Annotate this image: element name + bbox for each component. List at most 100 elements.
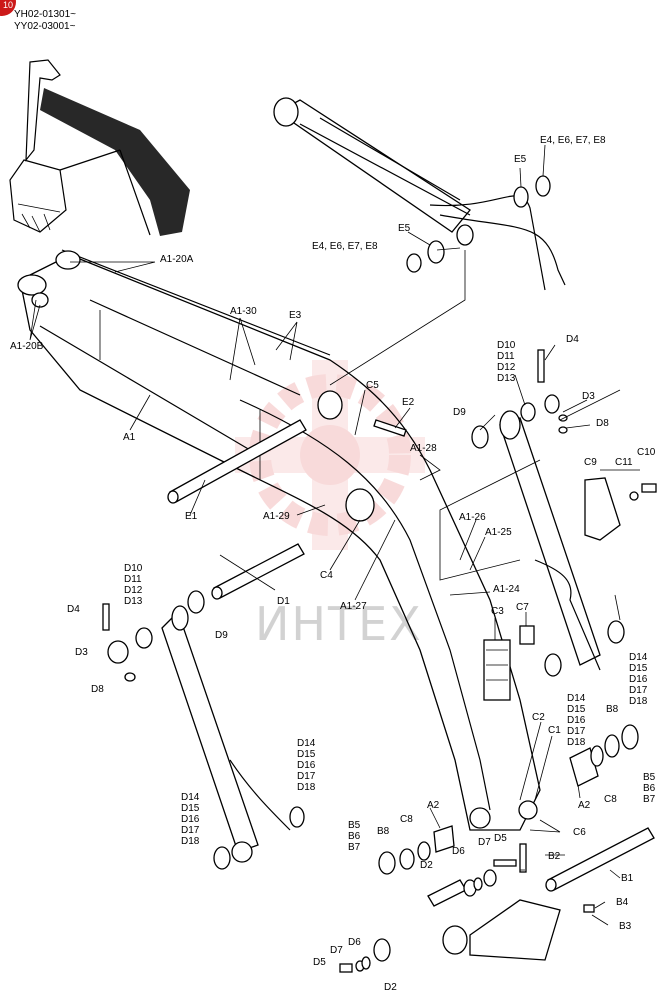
callout-d6-mid: D6	[452, 846, 465, 857]
callout-a1-27: A1-27	[340, 601, 367, 612]
callout-c8-center: C8	[400, 814, 413, 825]
callout-d17-l: D17	[181, 825, 200, 836]
callout-d16-l: D16	[181, 814, 200, 825]
callout-a1-25: A1-25	[485, 527, 512, 538]
callout-b7-right: B7	[643, 794, 656, 805]
callout-e3: E3	[289, 310, 302, 321]
callout-b7-left: B7	[348, 842, 361, 853]
callout-d9-right: D9	[453, 407, 466, 418]
callout-d17-r: D17	[629, 685, 648, 696]
callouts: A1-20A A1-20B A1 A1-30 E3 E1 A1-29 C4 D1…	[10, 135, 656, 993]
callout-d17-b: D17	[567, 726, 586, 737]
callout-d14-b: D14	[567, 693, 586, 704]
watermark-text: ИНТЕХ	[255, 597, 423, 651]
callout-d14-l: D14	[181, 792, 200, 803]
callout-d8-left: D8	[91, 684, 104, 695]
boom-body	[17, 249, 541, 831]
callout-d15-r: D15	[629, 663, 648, 674]
callout-d15-l: D15	[181, 803, 200, 814]
callout-b8-right: B8	[606, 704, 619, 715]
callout-d11-left: D11	[124, 574, 142, 585]
callout-a1-20a: A1-20A	[160, 254, 194, 265]
callout-c3: C3	[491, 606, 504, 617]
callout-c7: C7	[516, 602, 529, 613]
pin-d1	[211, 543, 305, 600]
callout-c5: C5	[366, 380, 379, 391]
watermark	[235, 360, 425, 550]
callout-e1: E1	[185, 511, 198, 522]
callout-d9-left: D9	[215, 630, 228, 641]
callout-a1-24: A1-24	[493, 584, 520, 595]
arm-cylinder-right	[499, 402, 601, 671]
leader-lines	[29, 144, 640, 926]
callout-c6: C6	[573, 827, 586, 838]
callout-e5-top: E5	[514, 154, 527, 165]
callout-d14-r: D14	[629, 652, 648, 663]
callout-b4: B4	[616, 897, 629, 908]
callout-c8-right: C8	[604, 794, 617, 805]
page-badge-number: 10	[3, 0, 13, 10]
callout-d4-right: D4	[566, 334, 579, 345]
callout-c1: C1	[548, 725, 561, 736]
clamp-c9	[584, 477, 657, 541]
callout-c11: C11	[615, 457, 633, 468]
pin-b1	[545, 827, 655, 892]
callout-c10: C10	[637, 447, 656, 458]
callout-d10-left: D10	[124, 563, 143, 574]
callout-d1: D1	[277, 596, 290, 607]
callout-e4-top: E4, E6, E7, E8	[540, 135, 606, 146]
arm-cylinder-left	[161, 605, 291, 863]
callout-a1-20b: A1-20B	[10, 341, 44, 352]
callout-a1-26: A1-26	[459, 512, 486, 523]
bottom-hardware	[339, 825, 595, 973]
callout-a1-29: A1-29	[263, 511, 290, 522]
excavator-thumbnail	[9, 59, 190, 236]
boom-cylinder-top	[273, 97, 566, 291]
block-c3	[483, 625, 535, 701]
callout-b6-left: B6	[348, 831, 361, 842]
hardware-d-right	[471, 349, 625, 677]
callout-d2-bot: D2	[384, 982, 397, 993]
callout-d18-b: D18	[567, 737, 586, 748]
callout-a2-center: A2	[427, 800, 440, 811]
callout-d7-bot: D7	[330, 945, 343, 956]
callout-e5-mid: E5	[398, 223, 411, 234]
serial-range-2: YY02-03001~	[14, 21, 76, 32]
callout-d10-right: D10	[497, 340, 516, 351]
callout-e4-mid: E4, E6, E7, E8	[312, 241, 378, 252]
callout-d7-mid: D7	[478, 837, 491, 848]
callout-b8-center: B8	[377, 826, 390, 837]
callout-b1: B1	[621, 873, 634, 884]
callout-d13-right: D13	[497, 373, 516, 384]
callout-b3: B3	[619, 921, 632, 932]
callout-c2: C2	[532, 712, 545, 723]
callout-b5-left: B5	[348, 820, 361, 831]
callout-d18-l: D18	[181, 836, 200, 847]
callout-d11-right: D11	[497, 351, 515, 362]
callout-d4-left: D4	[67, 604, 80, 615]
callout-c9: C9	[584, 457, 597, 468]
callout-d5-bot: D5	[313, 957, 326, 968]
callout-a1: A1	[123, 432, 136, 443]
callout-d18-m: D18	[297, 782, 316, 793]
callout-a2-right: A2	[578, 800, 591, 811]
callout-d16-b: D16	[567, 715, 586, 726]
callout-b2: B2	[548, 851, 561, 862]
bush-a2-right	[569, 724, 639, 787]
callout-d8-right: D8	[596, 418, 609, 429]
callout-d12-left: D12	[124, 585, 143, 596]
callout-d14-m: D14	[297, 738, 316, 749]
callout-d5-mid: D5	[494, 833, 507, 844]
callout-d16-r: D16	[629, 674, 648, 685]
callout-a1-30: A1-30	[230, 306, 257, 317]
callout-b5-right: B5	[643, 772, 656, 783]
callout-d16-m: D16	[297, 760, 316, 771]
callout-d18-r: D18	[629, 696, 648, 707]
callout-d15-b: D15	[567, 704, 586, 715]
callout-d12-right: D12	[497, 362, 516, 373]
callout-d6-bot: D6	[348, 937, 361, 948]
callout-d3-right: D3	[582, 391, 595, 402]
callout-d15-m: D15	[297, 749, 316, 760]
callout-b6-right: B6	[643, 783, 656, 794]
callout-d13-left: D13	[124, 596, 143, 607]
